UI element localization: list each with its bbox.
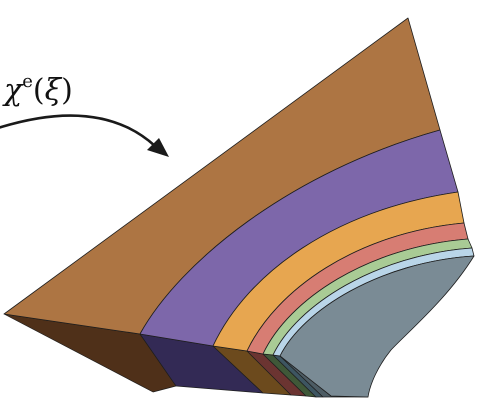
top-face-core-layer (279, 255, 475, 398)
arrow-head (147, 138, 169, 157)
mapping-arrow (0, 114, 169, 157)
arrow-curve (0, 114, 156, 147)
mapping-close-paren: ) (61, 73, 73, 108)
wedge-top-faces (3, 17, 475, 398)
mapping-superscript: e (22, 71, 33, 92)
mapping-open-paren: ( (33, 73, 45, 108)
mapping-argument: ξ (45, 73, 63, 108)
mapping-symbol: χ (2, 73, 24, 108)
mapping-label: χe(ξ) (2, 71, 73, 108)
